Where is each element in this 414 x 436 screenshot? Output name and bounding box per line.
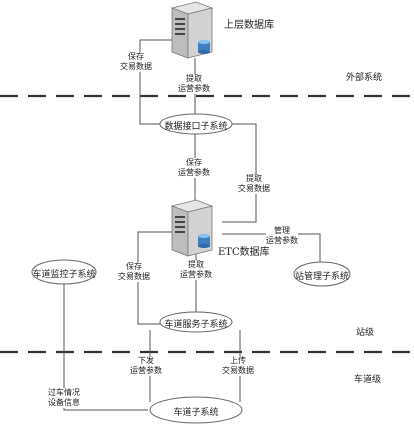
zone-lane-label: 车道级 [354, 375, 382, 385]
edge-label-save-param: 保存 运营参数 [178, 158, 210, 178]
zone-external-label: 外部系统 [346, 73, 383, 83]
station-mgmt-label: 站管理子系统 [294, 272, 349, 282]
upper-database-label: 上层数据库 [224, 20, 274, 31]
edge-label-save-trade-etc: 保存 交易数据 [118, 262, 150, 282]
data-interface-node [159, 113, 233, 135]
etc-database-server-icon [170, 199, 214, 257]
lane-service-node [159, 311, 233, 333]
lane-sub-label: 车道子系统 [173, 408, 219, 418]
edge-label-manage-param: 管理 运营参数 [266, 226, 298, 246]
edge-label-issue-param: 下发 运营参数 [130, 356, 162, 376]
ellipses [31, 113, 351, 424]
lane-monitor-node [31, 259, 97, 285]
edge-label-save-trade-upper: 保存 交易数据 [120, 52, 152, 72]
zone-station-label: 站级 [356, 328, 375, 338]
station-mgmt-node [293, 261, 351, 287]
data-interface-label: 数据接口子系统 [164, 122, 228, 132]
edge-label-upload-trade: 上传 交易数据 [222, 356, 254, 376]
lane-service-label: 车道服务子系统 [164, 320, 228, 330]
lane-monitor-label: 车道监控子系统 [32, 270, 96, 280]
edge-label-vehicle-info: 过车情况 设备信息 [48, 388, 80, 408]
etc-database-label: ETC数据库 [218, 247, 270, 258]
edge-label-fetch-param-upper: 提取 运营参数 [178, 74, 210, 94]
lane-sub-node [149, 396, 243, 424]
upper-database-server-icon [170, 1, 214, 59]
edge-label-fetch-trade: 提取 交易数据 [238, 174, 270, 194]
edge-label-fetch-param-etc: 提取 运营参数 [180, 260, 212, 280]
